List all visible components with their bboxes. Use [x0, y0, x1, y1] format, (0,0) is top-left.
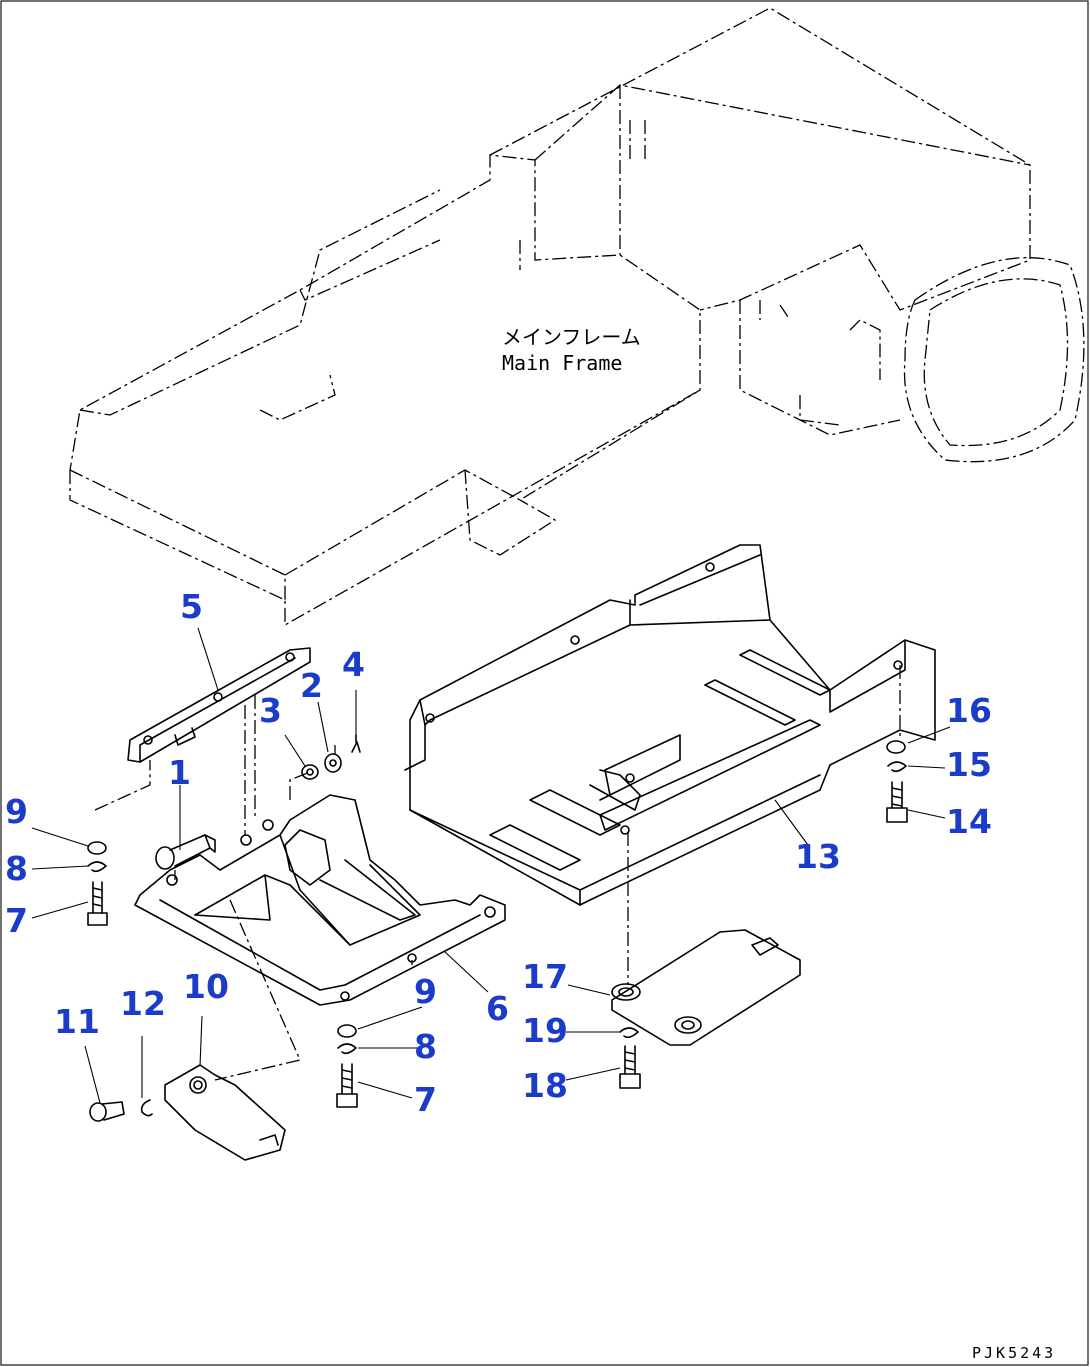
callout-4: 4 [342, 645, 365, 684]
callout-14: 14 [946, 802, 992, 841]
washer-part-3 [301, 764, 319, 780]
callout-15: 15 [946, 745, 992, 784]
plate-part-17 [611, 929, 801, 1046]
callout-6: 6 [486, 989, 509, 1028]
clip-part-4 [351, 734, 361, 753]
callout-9-left: 9 [5, 792, 28, 831]
callout-16: 16 [946, 691, 992, 730]
main-frame-outline [69, 7, 1085, 627]
callout-3: 3 [259, 691, 282, 730]
callout-11: 11 [54, 1002, 100, 1041]
cover-part-13 [404, 544, 936, 906]
callout-10: 10 [183, 967, 229, 1006]
callout-5: 5 [180, 587, 203, 626]
washer-part-16 [886, 740, 906, 754]
callout-7-left: 7 [5, 901, 28, 940]
washer-part-9-mid [337, 1024, 357, 1038]
callout-1: 1 [168, 753, 191, 792]
callout-12: 12 [120, 984, 166, 1023]
bolt-part-14 [886, 781, 908, 823]
nut-part-2 [324, 753, 342, 773]
callout-18: 18 [522, 1066, 568, 1105]
callout-13: 13 [795, 837, 841, 876]
washer-part-12 [140, 1099, 153, 1117]
callout-17: 17 [522, 957, 568, 996]
callout-9-mid: 9 [414, 972, 437, 1011]
frame-label-japanese: メインフレーム [502, 325, 641, 349]
bolt-part-7-mid [336, 1063, 358, 1108]
leader-lines [31, 627, 951, 1104]
bolt-part-18 [619, 1045, 641, 1089]
bracket-part-5 [127, 647, 311, 763]
spring-washer-part-19 [619, 1027, 639, 1039]
bolt-part-1 [155, 834, 216, 870]
callout-8-mid: 8 [414, 1027, 437, 1066]
callout-2: 2 [300, 666, 323, 705]
spring-washer-part-8-mid [337, 1043, 357, 1055]
bolt-part-11 [89, 1101, 125, 1122]
callout-19: 19 [522, 1011, 568, 1050]
frame-label-english: Main Frame [502, 351, 622, 375]
washer-part-9-left [87, 841, 107, 855]
drawing-code: PJK5243 [972, 1344, 1056, 1362]
assembly-lines [94, 665, 901, 1081]
spring-washer-part-15 [887, 761, 907, 773]
callout-7-mid: 7 [414, 1080, 437, 1119]
bracket-part-10 [164, 1064, 286, 1161]
callout-8-left: 8 [5, 849, 28, 888]
under-cover-part-6 [134, 794, 506, 1006]
spring-washer-part-8-left [87, 861, 107, 873]
bolt-part-7-left [87, 881, 108, 926]
